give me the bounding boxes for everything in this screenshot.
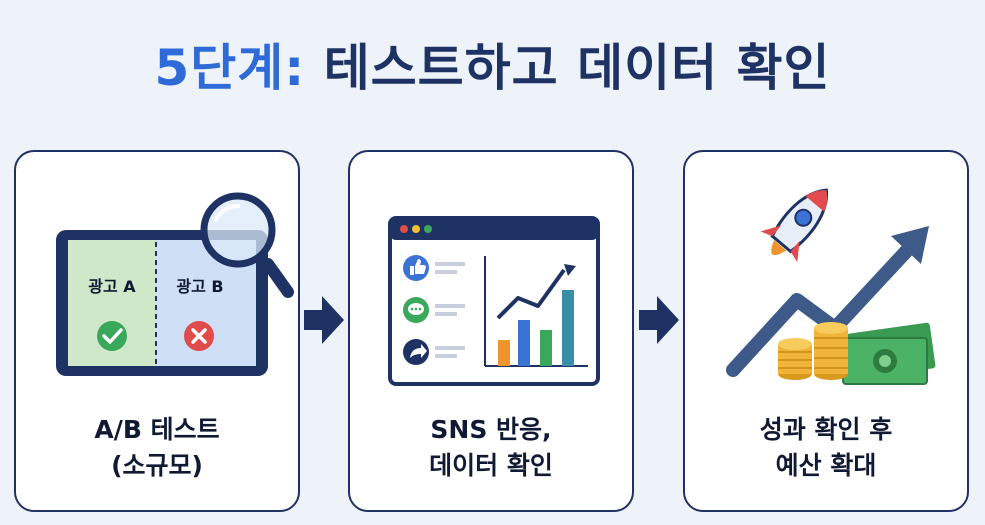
chart-bar [518,320,530,366]
arrow-right-icon [304,296,344,344]
trend-line [496,268,566,320]
step-card-budget-growth: 성과 확인 후 예산 확대 [683,150,969,512]
chat-icon [403,297,429,323]
caption-line-1: 성과 확인 후 [759,415,893,444]
chart-bar [498,340,510,366]
caption-line-2: 예산 확대 [775,451,877,480]
chart-bar [540,330,552,366]
title-text: 테스트하고 데이터 확인 [323,39,831,97]
ad-b-label: 광고 B [176,277,223,296]
page-title: 5단계: 테스트하고 데이터 확인 [0,28,985,100]
sns-dashboard-illustration [388,216,600,386]
step-caption: 성과 확인 후 예산 확대 [685,412,967,484]
share-icon [403,339,429,365]
check-icon [97,321,127,351]
close-icon [184,321,214,351]
money-icon [842,322,936,385]
ab-test-illustration: 광고 A 광고 B [56,192,294,376]
rocket-icon [760,188,828,263]
caption-line-1: SNS 반응, [430,415,552,444]
caption-line-2: 데이터 확인 [429,451,553,480]
browser-titlebar [390,218,598,240]
coins-icon [778,322,848,380]
step-card-ab-test: 광고 A 광고 B A/B 테스트 (소규모) [14,150,300,512]
step-caption: A/B 테스트 (소규모) [16,412,298,484]
caption-line-1: A/B 테스트 [94,415,220,444]
like-icon [403,255,429,281]
ad-a-label: 광고 A [88,277,136,296]
growth-illustration [726,188,936,385]
step-caption: SNS 반응, 데이터 확인 [350,412,632,484]
magnifier-icon [200,192,294,298]
step-number: 5단계: [154,39,306,97]
caption-line-2: (소규모) [111,451,203,480]
growth-arrow [726,237,920,377]
chart-bar [562,290,574,366]
arrow-right-icon [639,296,679,344]
step-card-sns-data: SNS 반응, 데이터 확인 [348,150,634,512]
